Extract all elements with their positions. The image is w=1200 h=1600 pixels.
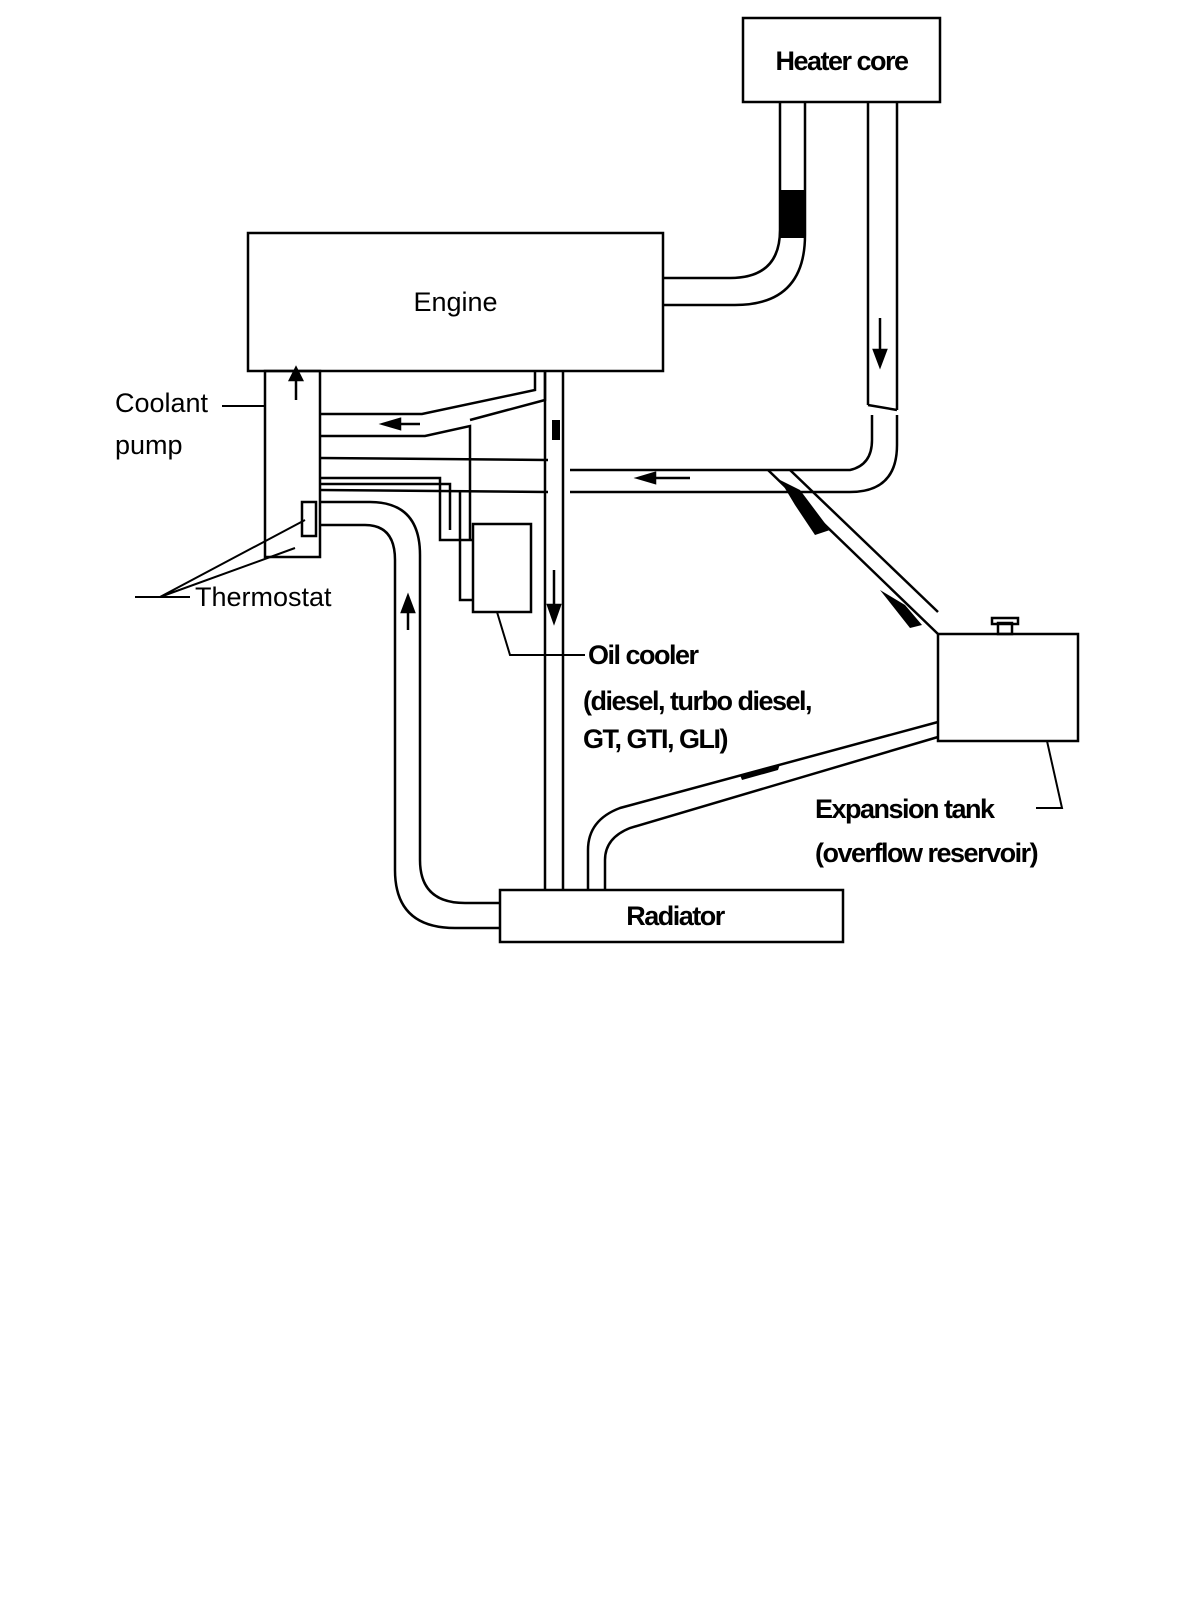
oil-cooler-leader bbox=[496, 611, 585, 656]
coolant-pump-label-line2: pump bbox=[115, 430, 183, 460]
heater-return-hose bbox=[570, 102, 899, 494]
pump-return-line bbox=[319, 456, 549, 494]
flow-arrows bbox=[287, 318, 888, 630]
oil-cooler-box bbox=[471, 522, 533, 614]
leader-lines bbox=[135, 405, 1064, 809]
coolant-pump-housing bbox=[263, 369, 322, 559]
heater-supply-hose bbox=[663, 102, 807, 307]
heater-core-label: Heater core bbox=[775, 46, 909, 76]
engine-label: Engine bbox=[413, 287, 498, 317]
engine-box bbox=[246, 231, 665, 373]
radiator-label: Radiator bbox=[626, 901, 725, 931]
thermostat-leader bbox=[135, 519, 306, 598]
expansion-tank-leader bbox=[1036, 740, 1064, 809]
engine-to-radiator-hose bbox=[543, 371, 565, 890]
coolant-pump-label: Coolant bbox=[115, 388, 209, 418]
oil-cooler-lines bbox=[320, 476, 473, 602]
engine-bypass-line bbox=[320, 371, 547, 540]
expansion-tank-hose bbox=[586, 720, 939, 890]
oil-cooler-label: Oil cooler bbox=[588, 640, 699, 670]
expansion-tank-label: Expansion tank bbox=[815, 794, 995, 824]
heater-core-box bbox=[741, 16, 942, 104]
oil-cooler-label-line3: GT, GTI, GLI) bbox=[583, 724, 729, 754]
thermostat-element bbox=[300, 500, 318, 538]
radiator-box bbox=[498, 888, 845, 944]
radiator-lower-hose bbox=[320, 500, 500, 930]
oil-cooler-label-line2: (diesel, turbo diesel, bbox=[583, 686, 813, 716]
thermostat-label: Thermostat bbox=[195, 582, 332, 612]
overflow-reservoir-label: (overflow reservoir) bbox=[815, 838, 1039, 868]
expansion-tank bbox=[936, 616, 1080, 743]
expansion-tank-vent-hose bbox=[767, 469, 939, 635]
